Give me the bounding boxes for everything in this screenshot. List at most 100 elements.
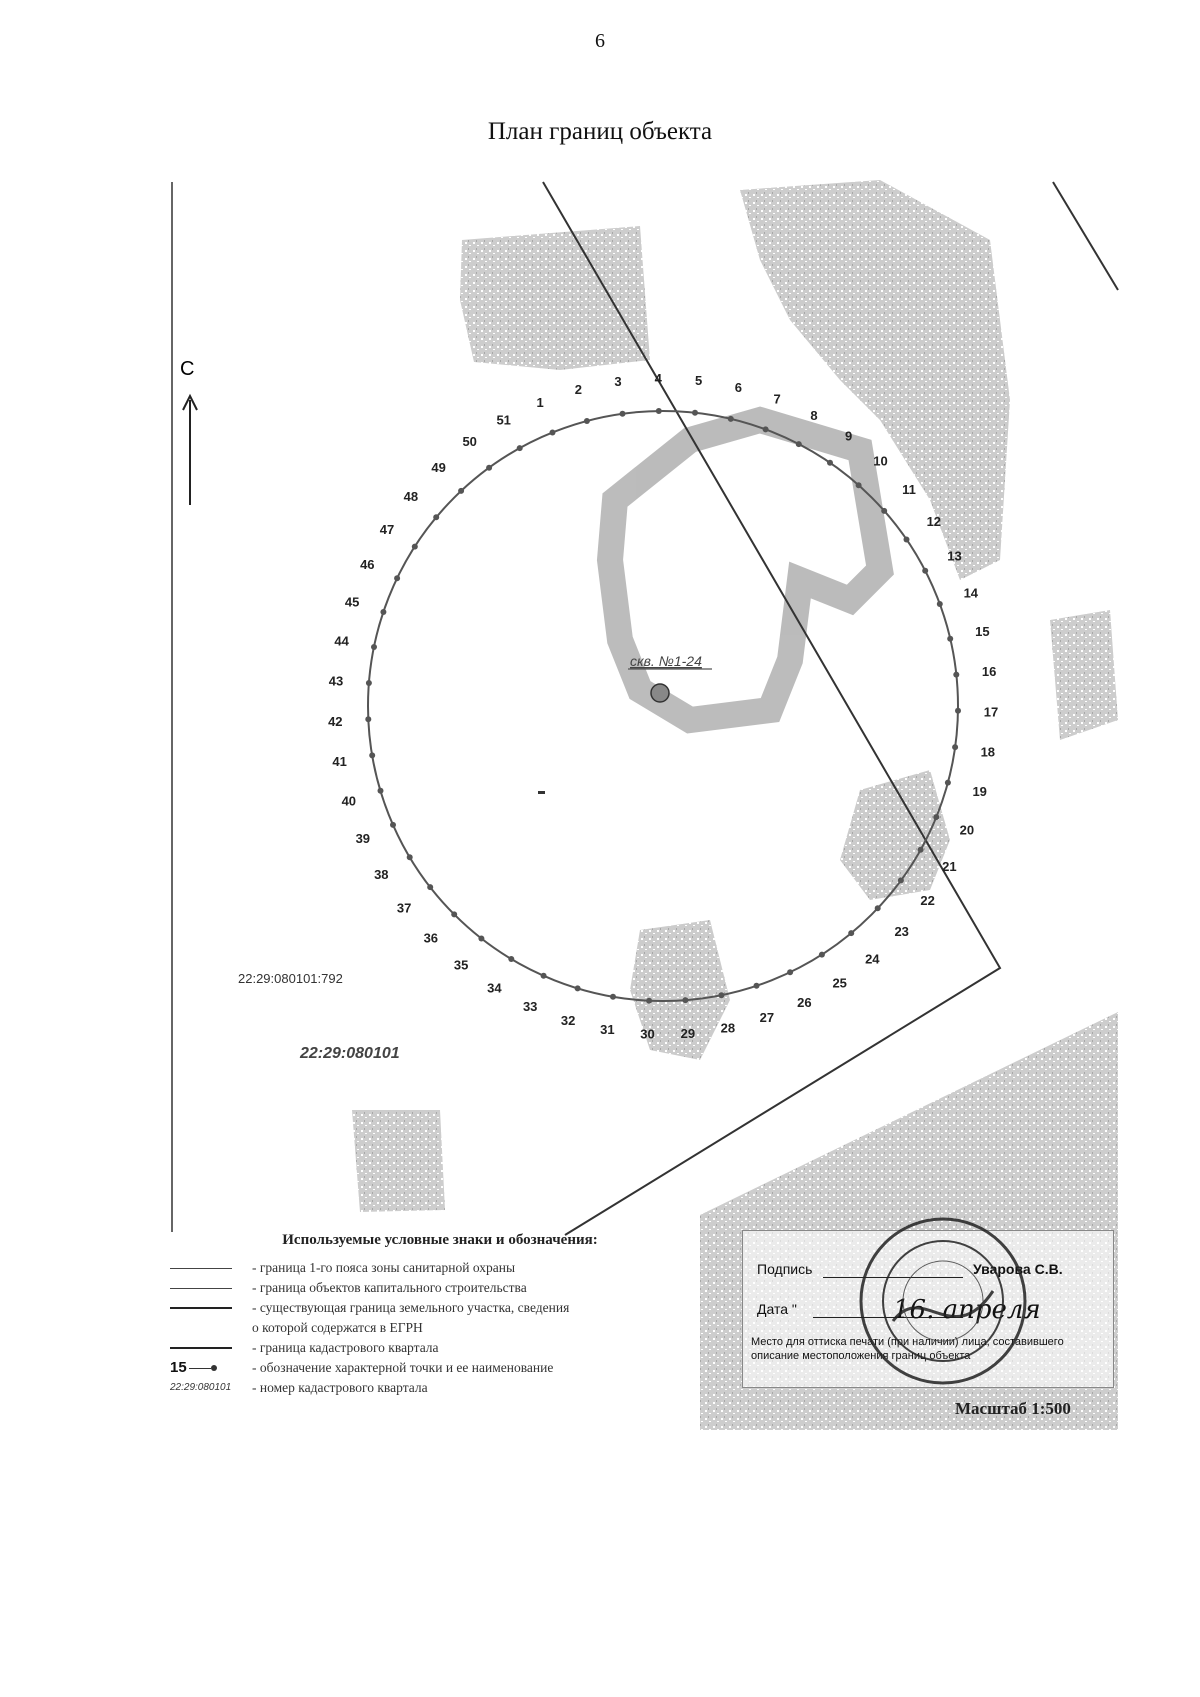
- parcel-boundary: [542, 181, 1119, 1236]
- scale-label: Масштаб 1:500: [955, 1399, 1071, 1418]
- point-label: 43: [329, 673, 343, 688]
- stamp-seal: [859, 1217, 1027, 1385]
- legend-text: - существующая граница земельного участк…: [252, 1300, 570, 1315]
- point-label: 11: [902, 482, 916, 497]
- boundary-point: [619, 410, 626, 417]
- point-label: 38: [374, 867, 388, 882]
- point-label: 3: [614, 374, 621, 389]
- legend-point-symbol: 15: [170, 1359, 187, 1376]
- point-label: 49: [431, 460, 445, 475]
- point-label: 35: [454, 958, 468, 973]
- point-label: 27: [760, 1010, 774, 1025]
- building-center: [596, 406, 894, 734]
- boundary-point: [394, 575, 401, 582]
- point-label: 34: [487, 980, 502, 995]
- point-label: 14: [964, 586, 979, 601]
- boundary-point: [646, 997, 653, 1004]
- boundary-point: [881, 507, 888, 514]
- legend: Используемые условные знаки и обозначени…: [170, 1232, 710, 1399]
- point-label: 30: [640, 1027, 654, 1042]
- terrain-top-right: [740, 180, 1010, 580]
- point-label: 44: [334, 633, 349, 648]
- boundary-point: [427, 884, 434, 891]
- blob-bottom-left: [352, 1110, 445, 1212]
- legend-row-quarter-number: 22:29:080101 - номер кадастрового кварта…: [170, 1379, 710, 1397]
- blob-bottom: [630, 920, 730, 1060]
- boundary-point: [953, 671, 960, 678]
- legend-text: о которой содержатся в ЕГРН: [252, 1320, 423, 1335]
- boundary-point: [540, 972, 547, 979]
- legend-title: Используемые условные знаки и обозначени…: [282, 1232, 598, 1248]
- boundary-point: [583, 418, 590, 424]
- boundary-point: [365, 716, 372, 723]
- boundary-point: [411, 543, 418, 550]
- boundary-point: [371, 644, 377, 650]
- point-label: 45: [345, 594, 359, 609]
- boundary-point: [917, 846, 924, 853]
- point-label: 2: [575, 382, 582, 397]
- stamp-note: Место для оттиска печати (при наличии) л…: [751, 1336, 1064, 1362]
- legend-line-sanitary: [170, 1267, 232, 1269]
- point-label: 37: [397, 900, 411, 915]
- point-label: 20: [960, 823, 974, 838]
- point-label: 50: [462, 434, 476, 449]
- legend-row-sanitary: - граница 1-го пояса зоны санитарной охр…: [170, 1259, 710, 1277]
- point-label: 51: [496, 412, 510, 427]
- legend-line-quarter: [170, 1347, 232, 1349]
- building-top-left: [460, 226, 650, 370]
- boundary-point: [486, 464, 493, 471]
- boundary-point: [952, 744, 959, 751]
- point-label: 5: [695, 373, 702, 388]
- point-label: 48: [404, 489, 418, 504]
- boundary-point: [848, 930, 855, 937]
- legend-quarter-symbol: 22:29:080101: [170, 1382, 232, 1393]
- boundary-point: [795, 441, 802, 448]
- point-label: 36: [424, 931, 438, 946]
- north-arrow: [182, 393, 198, 505]
- point-label: 16: [982, 664, 996, 679]
- sanitary-zone-circle: [367, 410, 959, 1002]
- boundary-point: [947, 635, 954, 642]
- point-label: 39: [356, 831, 370, 846]
- legend-text: - граница кадастрового квартала: [252, 1340, 439, 1355]
- boundary-point: [933, 814, 940, 821]
- point-label: 17: [984, 704, 998, 719]
- boundary-point: [727, 415, 734, 422]
- boundary-point: [692, 409, 698, 416]
- boundary-point: [451, 911, 458, 918]
- date-value: 16. апреля: [893, 1295, 1041, 1325]
- boundary-point: [753, 982, 760, 989]
- sign-label: Подпись: [757, 1261, 813, 1277]
- page-number: 6: [595, 30, 605, 52]
- boundary-point: [380, 609, 387, 615]
- date-label: Дата ": [757, 1301, 797, 1317]
- point-label: 10: [873, 454, 887, 469]
- point-label: 4: [655, 371, 663, 386]
- boundary-point: [855, 482, 862, 489]
- point-label: 19: [972, 784, 986, 799]
- boundary-point: [787, 969, 794, 976]
- legend-text: - граница 1-го пояса зоны санитарной охр…: [252, 1260, 516, 1275]
- boundary-point: [433, 514, 440, 521]
- boundary-point: [944, 779, 951, 786]
- boundary-point: [549, 429, 556, 436]
- point-label: 41: [332, 754, 346, 769]
- point-label: 7: [773, 392, 780, 407]
- point-label: 21: [942, 859, 956, 874]
- boundary-point: [406, 854, 413, 861]
- legend-text: - номер кадастрового квартала: [252, 1380, 428, 1395]
- boundary-point: [655, 408, 662, 414]
- point-label: 40: [342, 793, 356, 808]
- boundary-point: [458, 487, 465, 494]
- point-label: 9: [845, 429, 852, 444]
- well-label: скв. №1-24: [630, 653, 702, 669]
- legend-row-point: 15 - обозначение характерной точки и ее …: [170, 1359, 710, 1377]
- point-label: 32: [561, 1013, 575, 1028]
- point-label: 26: [797, 995, 811, 1010]
- boundary-point: [718, 992, 725, 999]
- point-label: 47: [380, 522, 394, 537]
- point-label: 28: [721, 1021, 735, 1036]
- north-label: С: [180, 358, 194, 380]
- boundary-point: [516, 445, 523, 452]
